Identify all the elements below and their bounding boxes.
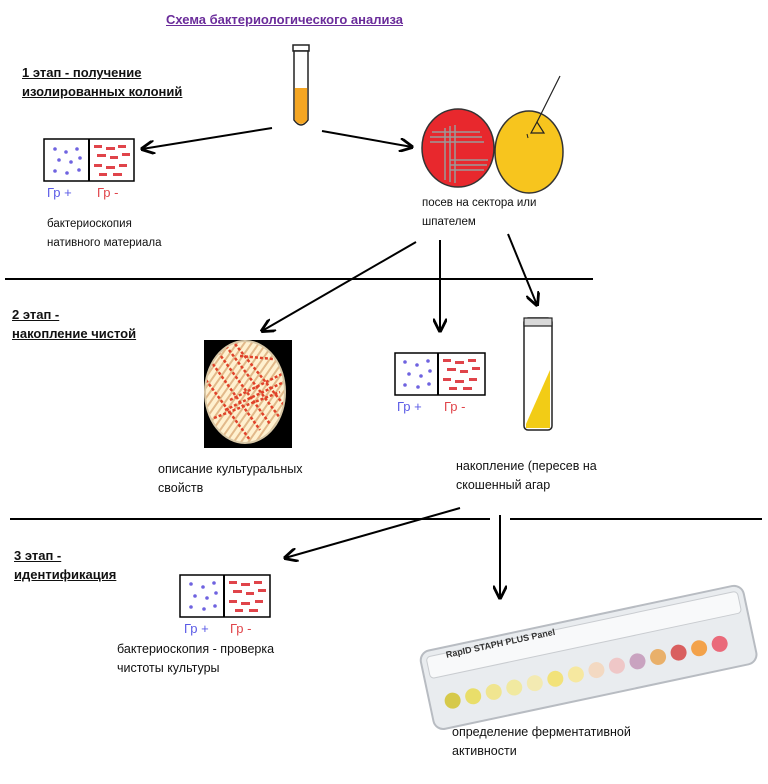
culture-plate-image	[204, 340, 292, 448]
gram-negative-label-2: Гр -	[444, 399, 466, 414]
gram-positive-label-1: Гр +	[47, 185, 72, 200]
gram-negative-label-1: Гр -	[97, 185, 119, 200]
caption-enzyme-line-1: определение ферментативной	[452, 725, 631, 739]
diagram-title: Схема бактериологического анализа	[166, 12, 403, 27]
caption-purity-line-2: чистоты культуры	[117, 661, 220, 675]
caption-native-line-2: нативного материала	[47, 237, 162, 249]
stage-1-label: 1 этап - получение изолированных колоний	[22, 63, 182, 101]
spatula-plate-yellow	[494, 75, 564, 194]
gram-positive-label-3: Гр +	[184, 621, 209, 636]
strip-wells	[444, 635, 728, 709]
caption-native-bacterioscopy: бактериоскопия нативного материала	[47, 215, 161, 253]
sector-plate-red	[421, 108, 495, 188]
caption-seeding-line-2: шпателем	[422, 216, 476, 228]
arrow-to-plates	[321, 130, 412, 147]
stage-3-line-2: идентификация	[14, 567, 117, 582]
arrow-to-culture-plate	[262, 241, 417, 331]
caption-accumulation-line-2: скошенный агар	[456, 478, 551, 492]
caption-sector-seeding: посев на сектора или шпателем	[422, 194, 536, 232]
caption-enzyme-activity: определение ферментативной активности	[452, 723, 631, 761]
stage-3-line-1: 3 этап -	[14, 548, 62, 563]
caption-native-line-1: бактериоскопия	[47, 218, 132, 230]
enzyme-test-strip	[419, 584, 758, 730]
stage-1-line-1: 1 этап - получение	[22, 65, 142, 80]
slant-agar-tube	[523, 317, 553, 431]
caption-seeding-line-1: посев на сектора или	[422, 197, 537, 209]
gram-negative-label-3: Гр -	[230, 621, 252, 636]
stage-2-line-1: 2 этап -	[12, 307, 60, 322]
stage-1-line-2: изолированных колоний	[22, 84, 183, 99]
arrow-to-smear-3	[285, 507, 461, 558]
stage-3-label: 3 этап - идентификация	[14, 546, 116, 584]
caption-cultural-properties: описание культуральных свойств	[158, 460, 302, 498]
smear-box-stage3	[179, 574, 271, 618]
smear-box-native	[43, 138, 135, 182]
arrow-to-slant-tube	[507, 233, 537, 305]
caption-cultural-line-1: описание культуральных	[158, 462, 303, 476]
caption-cultural-line-2: свойств	[158, 481, 204, 495]
gram-positive-label-2: Гр +	[397, 399, 422, 414]
caption-enzyme-line-2: активности	[452, 744, 517, 758]
stage-2-label: 2 этап - накопление чистой	[12, 305, 136, 343]
caption-accumulation-line-1: накопление (пересев на	[456, 459, 597, 473]
caption-purity-check: бактериоскопия - проверка чистоты культу…	[117, 640, 274, 678]
smear-box-stage2	[394, 352, 486, 396]
caption-accumulation: накопление (пересев на скошенный агар	[456, 457, 597, 495]
caption-purity-line-1: бактериоскопия - проверка	[117, 642, 275, 656]
stage-2-line-2: накопление чистой	[12, 326, 137, 341]
arrow-to-native-smear	[142, 127, 273, 149]
sample-tube	[292, 44, 310, 126]
